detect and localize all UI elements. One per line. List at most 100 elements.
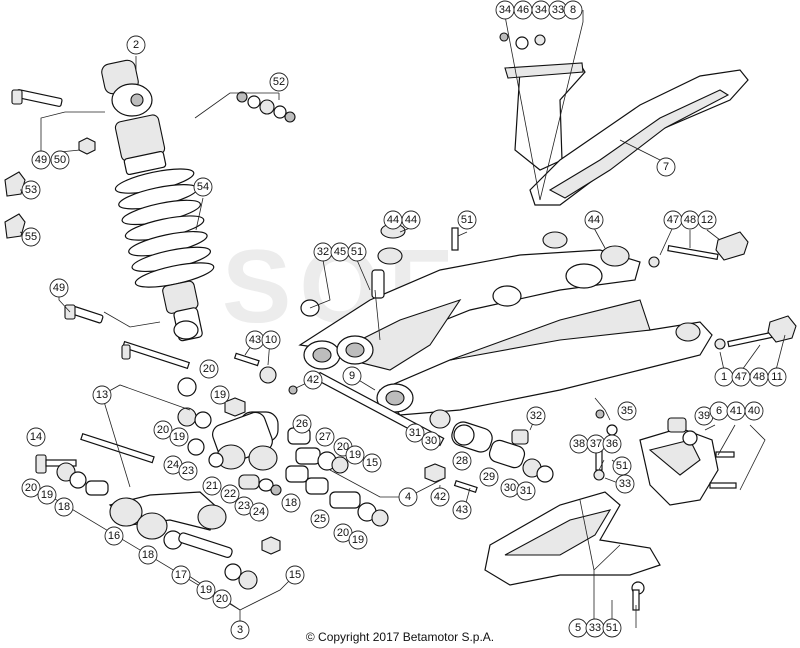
callout-44: 44 <box>584 210 604 230</box>
callout-44: 44 <box>383 210 403 230</box>
callout-label: 20 <box>337 441 349 453</box>
callout-label: 40 <box>748 405 760 417</box>
callout-label: 20 <box>337 527 349 539</box>
callout-30: 30 <box>421 431 441 451</box>
callout-label: 18 <box>58 501 70 513</box>
callout-label: 13 <box>96 389 108 401</box>
callout-label: 22 <box>224 488 236 500</box>
callout-label: 49 <box>53 282 65 294</box>
callout-label: 34 <box>535 4 547 16</box>
callout-42: 42 <box>303 370 323 390</box>
callout-label: 5 <box>575 622 581 634</box>
callout-label: 44 <box>387 214 399 226</box>
callout-label: 42 <box>434 491 446 503</box>
callout-label: 4 <box>405 491 411 503</box>
callout-1: 1 <box>714 367 734 387</box>
callout-19: 19 <box>37 485 57 505</box>
callout-27: 27 <box>315 427 335 447</box>
callout-label: 19 <box>41 489 53 501</box>
callout-label: 15 <box>289 569 301 581</box>
callout-label: 49 <box>35 154 47 166</box>
callout-48: 48 <box>680 210 700 230</box>
callout-label: 48 <box>684 214 696 226</box>
callout-43: 43 <box>452 500 472 520</box>
callout-22: 22 <box>220 484 240 504</box>
callout-label: 38 <box>573 438 585 450</box>
callout-48: 48 <box>749 367 769 387</box>
callout-label: 54 <box>197 181 209 193</box>
callout-label: 20 <box>25 482 37 494</box>
callout-label: 24 <box>253 506 265 518</box>
callout-label: 41 <box>730 405 742 417</box>
callout-label: 51 <box>606 622 618 634</box>
callout-47: 47 <box>731 367 751 387</box>
callout-31: 31 <box>405 423 425 443</box>
callout-label: 9 <box>349 370 355 382</box>
callout-20: 20 <box>333 523 353 543</box>
callout-label: 24 <box>167 459 179 471</box>
callout-40: 40 <box>744 401 764 421</box>
callout-18: 18 <box>138 545 158 565</box>
shock-absorber <box>101 59 215 342</box>
callout-24: 24 <box>163 455 183 475</box>
callout-label: 39 <box>698 410 710 422</box>
callout-label: 12 <box>701 214 713 226</box>
callout-label: 42 <box>307 374 319 386</box>
callout-20: 20 <box>199 359 219 379</box>
callout-18: 18 <box>281 493 301 513</box>
callout-label: 19 <box>173 431 185 443</box>
callout-label: 18 <box>142 549 154 561</box>
callout-8: 8 <box>563 0 583 20</box>
callout-label: 30 <box>504 482 516 494</box>
callout-label: 8 <box>570 4 576 16</box>
callout-label: 33 <box>589 622 601 634</box>
callout-54: 54 <box>193 177 213 197</box>
callout-label: 23 <box>238 500 250 512</box>
callout-46: 46 <box>513 0 533 20</box>
callout-23: 23 <box>178 461 198 481</box>
callout-label: 53 <box>25 184 37 196</box>
callout-13: 13 <box>92 385 112 405</box>
copyright-notice: © Copyright 2017 Betamotor S.p.A. <box>305 630 495 644</box>
callout-label: 31 <box>409 427 421 439</box>
callout-19: 19 <box>345 445 365 465</box>
callout-label: 50 <box>54 154 66 166</box>
callout-label: 27 <box>319 431 331 443</box>
callout-label: 44 <box>405 214 417 226</box>
callout-label: 10 <box>265 334 277 346</box>
callout-21: 21 <box>202 476 222 496</box>
callout-51: 51 <box>457 210 477 230</box>
callout-51: 51 <box>347 242 367 262</box>
callout-49: 49 <box>31 150 51 170</box>
callout-label: 14 <box>30 431 42 443</box>
callout-33: 33 <box>615 474 635 494</box>
callout-label: 55 <box>25 231 37 243</box>
callout-14: 14 <box>26 427 46 447</box>
callout-26: 26 <box>292 414 312 434</box>
callout-label: 23 <box>182 465 194 477</box>
callout-39: 39 <box>694 406 714 426</box>
callout-45: 45 <box>330 242 350 262</box>
callout-30: 30 <box>500 478 520 498</box>
callout-31: 31 <box>516 481 536 501</box>
callout-19: 19 <box>196 580 216 600</box>
callout-label: 47 <box>735 371 747 383</box>
callout-label: 35 <box>621 405 633 417</box>
callout-label: 46 <box>517 4 529 16</box>
callout-18: 18 <box>54 497 74 517</box>
chain-slider-upper <box>499 32 749 206</box>
callout-6: 6 <box>709 401 729 421</box>
callout-label: 11 <box>771 371 782 383</box>
callout-label: 6 <box>716 405 722 417</box>
callout-label: 16 <box>108 530 120 542</box>
callout-label: 3 <box>237 624 243 636</box>
callout-17: 17 <box>171 565 191 585</box>
callout-5: 5 <box>568 618 588 638</box>
callout-43: 43 <box>245 330 265 350</box>
callout-label: 30 <box>425 435 437 447</box>
callout-label: 20 <box>203 363 215 375</box>
lower-link-arm <box>35 432 281 590</box>
callout-24: 24 <box>249 502 269 522</box>
